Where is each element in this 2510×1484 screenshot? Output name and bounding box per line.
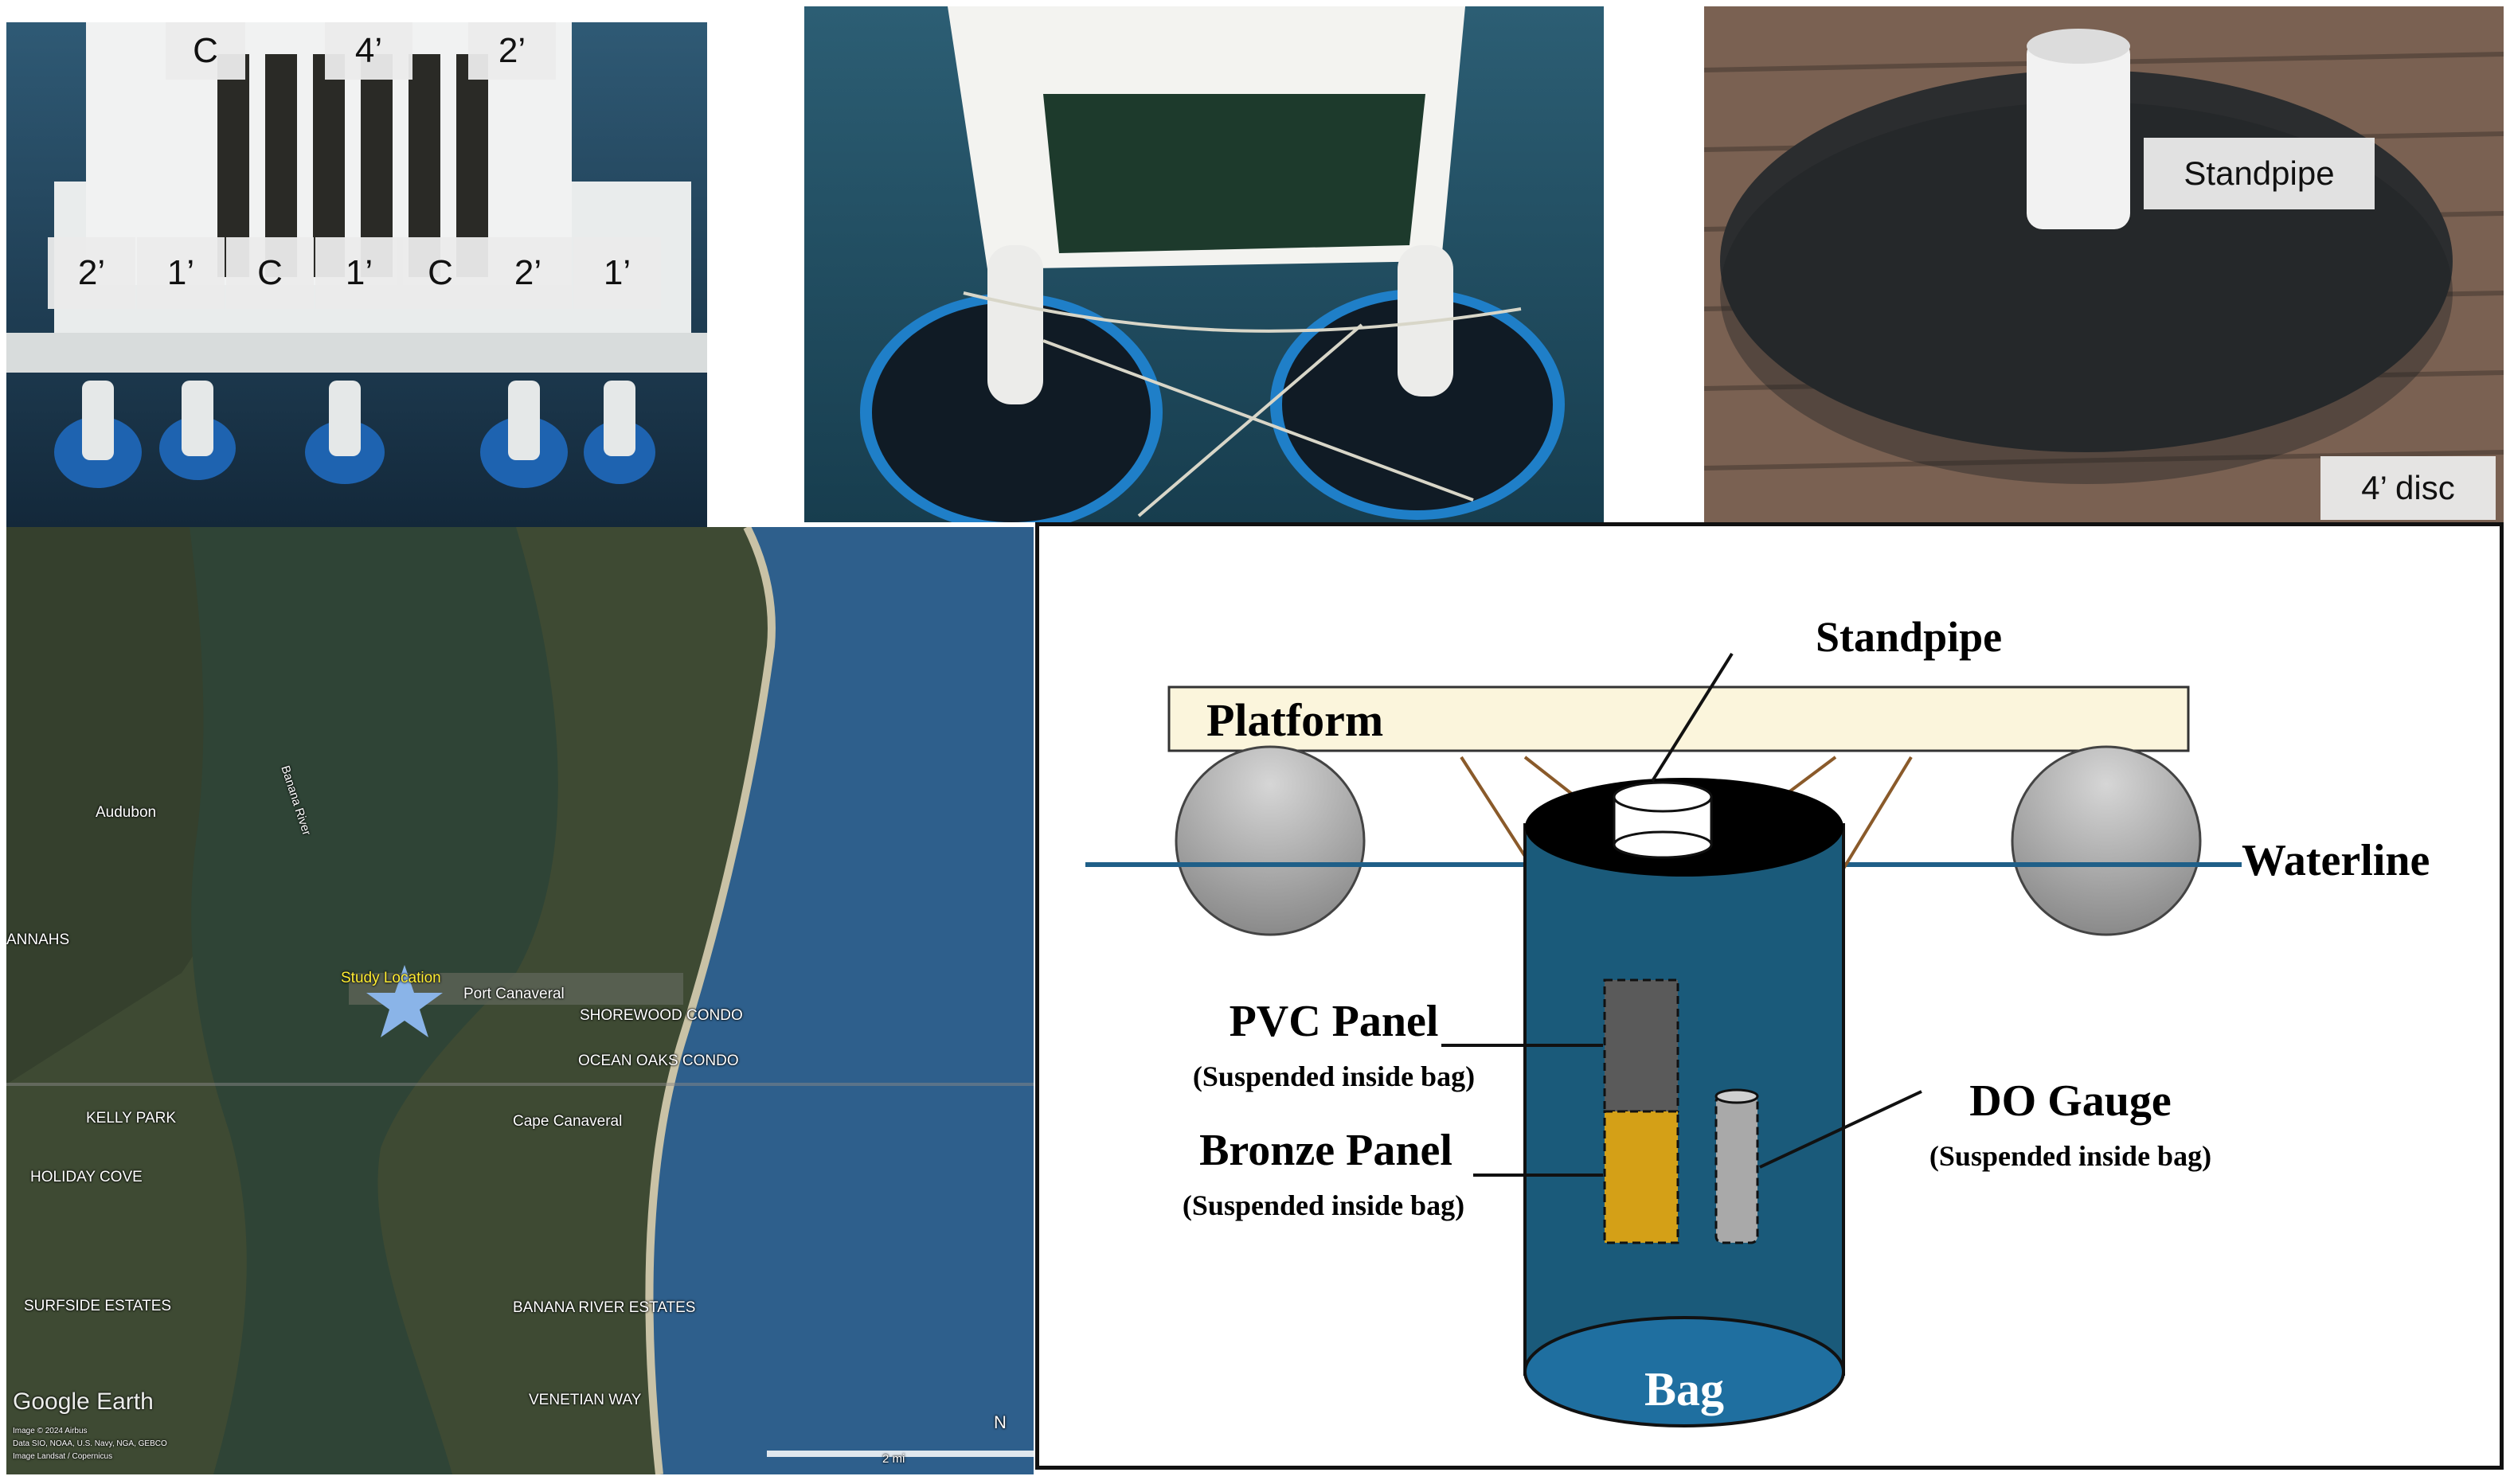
photo-bags-in-water bbox=[804, 6, 1604, 522]
map-place-shorewood: SHOREWOOD CONDO bbox=[580, 1007, 743, 1024]
map-place-port-canaveral: Port Canaveral bbox=[463, 986, 565, 1002]
float-right bbox=[2011, 745, 2202, 936]
bronze-panel-rect bbox=[1603, 1110, 1679, 1244]
map-place-audubon: Audubon bbox=[96, 804, 157, 821]
map-image-credit-1: Image © 2024 Airbus bbox=[13, 1427, 88, 1435]
platform-label-bottom-2: 1’ bbox=[137, 237, 225, 309]
platform-label-top-3: 2’ bbox=[468, 22, 556, 80]
satellite-map-illustration bbox=[6, 527, 1034, 1474]
standpipe-label: Standpipe bbox=[1816, 613, 2003, 661]
bags-photo-illustration bbox=[804, 6, 1604, 522]
map-scale-label: 2 mi bbox=[882, 1452, 905, 1466]
bag-body bbox=[1523, 823, 1845, 1376]
map-ocean bbox=[649, 527, 1034, 1474]
pvc-panel-rect bbox=[1603, 978, 1679, 1113]
map-place-annahs: ANNAHS bbox=[6, 931, 70, 948]
do-gauge-sub-label: (Suspended inside bag) bbox=[1929, 1140, 2212, 1172]
north-arrow-icon: N bbox=[994, 1412, 1007, 1432]
map-place-surfside: SURFSIDE ESTATES bbox=[24, 1298, 172, 1314]
platform-label-bottom-3: C bbox=[226, 237, 314, 309]
platform-label-bottom-1: 2’ bbox=[48, 237, 135, 309]
photo-disc-with-standpipe: Standpipe 4’ disc bbox=[1704, 6, 2504, 522]
platform-label-top-2: 4’ bbox=[325, 22, 412, 80]
map-place-cape-canaveral: Cape Canaveral bbox=[513, 1113, 623, 1130]
map-image-credit-3: Image Landsat / Copernicus bbox=[13, 1452, 113, 1461]
bag-setup-schematic: Platform Standpipe Waterline PVC Panel (… bbox=[1035, 522, 2504, 1470]
map-place-study-location: Study Location bbox=[341, 970, 441, 986]
map-image-credit-2: Data SIO, NOAA, U.S. Navy, NGA, GEBCO bbox=[13, 1439, 167, 1448]
map-place-ocean-oaks: OCEAN OAKS CONDO bbox=[578, 1052, 739, 1069]
map-place-kelly-park: KELLY PARK bbox=[86, 1110, 177, 1127]
disc-photo-illustration bbox=[1704, 6, 2504, 522]
platform-label-bottom-6: 2’ bbox=[484, 237, 572, 309]
bronze-panel-sub-label: (Suspended inside bag) bbox=[1182, 1189, 1465, 1221]
pvc-panel-label: PVC Panel bbox=[1229, 997, 1439, 1046]
map-place-holiday-cove: HOLIDAY COVE bbox=[30, 1169, 143, 1185]
bronze-panel-label: Bronze Panel bbox=[1199, 1126, 1452, 1175]
platform-label-top-1: C bbox=[166, 22, 245, 80]
do-gauge-label: DO Gauge bbox=[1969, 1076, 2172, 1126]
google-earth-attribution: Google Earth bbox=[13, 1388, 154, 1415]
platform-label-bottom-5: C bbox=[397, 237, 484, 309]
map-place-venetian-way: VENETIAN WAY bbox=[529, 1392, 642, 1408]
pvc-panel-sub-label: (Suspended inside bag) bbox=[1192, 1060, 1476, 1092]
disc-photo-label: 4’ disc bbox=[2320, 456, 2496, 520]
study-location-star bbox=[366, 965, 443, 1037]
photo-platform-with-bags: C 4’ 2’ 2’ 1’ C 1’ C 2’ 1’ bbox=[6, 22, 707, 527]
bag-label: Bag bbox=[1644, 1363, 1725, 1416]
float-left bbox=[1175, 745, 1366, 936]
platform-label: Platform bbox=[1206, 694, 1384, 746]
standpipe-photo-label: Standpipe bbox=[2144, 138, 2375, 209]
platform-label-bottom-7: 1’ bbox=[573, 237, 661, 309]
study-location-map: Audubon Banana River ANNAHS Study Locati… bbox=[6, 527, 1034, 1474]
map-place-banana-river-estates: BANANA RIVER ESTATES bbox=[513, 1299, 696, 1316]
waterline-label: Waterline bbox=[2242, 836, 2430, 885]
platform-label-bottom-4: 1’ bbox=[315, 237, 403, 309]
schematic-drawing bbox=[1085, 652, 2242, 1427]
